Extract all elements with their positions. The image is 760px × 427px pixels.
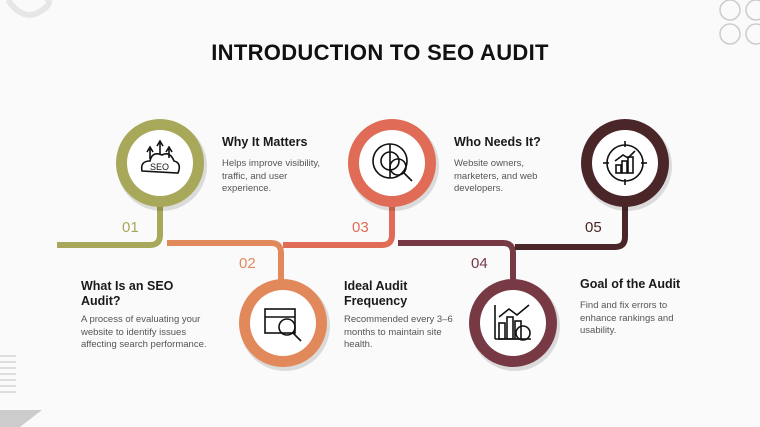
step-title-05: Goal of the Audit (580, 277, 681, 291)
connector-05 (515, 200, 628, 250)
step-desc-04: Website owners, marketers, and web devel… (454, 158, 538, 194)
step-circle-02 (239, 279, 330, 371)
step-desc-01: A process of evaluating your website to … (81, 314, 207, 350)
step-circle-05 (581, 119, 672, 211)
step-number-05: 05 (585, 219, 602, 236)
step-desc-03: Recommended every 3–6 months to maintain… (344, 314, 453, 350)
decor-triangle (0, 410, 42, 427)
svg-text:SEO: SEO (150, 162, 169, 172)
seo-cloud-icon: SEO (140, 139, 181, 174)
connector-01 (57, 200, 163, 248)
step-number-03: 03 (352, 219, 369, 236)
step-title-01: What Is an SEO Audit? (81, 279, 174, 308)
target-chart-icon (603, 141, 647, 185)
radar-search-icon (372, 143, 413, 182)
box-search-icon (264, 308, 302, 342)
step-title-03: Ideal Audit Frequency (344, 279, 408, 308)
step-number-04: 04 (471, 255, 488, 272)
connector-03 (283, 200, 395, 248)
step-circle-04 (469, 279, 560, 371)
connector-02 (167, 240, 284, 282)
step-circle-01: SEO (116, 119, 207, 211)
chart-search-icon (494, 304, 531, 341)
decor-circles (719, 0, 760, 45)
step-number-01: 01 (122, 219, 139, 236)
connector-04 (398, 240, 516, 282)
page-title: INTRODUCTION TO SEO AUDIT (211, 40, 549, 65)
step-desc-05: Find and fix errors to enhance rankings … (580, 300, 674, 336)
decor-swirl (5, 0, 52, 18)
step-title-04: Who Needs It? (454, 135, 541, 149)
decor-stripes (0, 355, 16, 393)
step-circle-03 (348, 119, 439, 211)
step-number-02: 02 (239, 255, 256, 272)
step-desc-02: Helps improve visibility, traffic, and u… (222, 158, 321, 194)
step-title-02: Why It Matters (222, 135, 308, 149)
